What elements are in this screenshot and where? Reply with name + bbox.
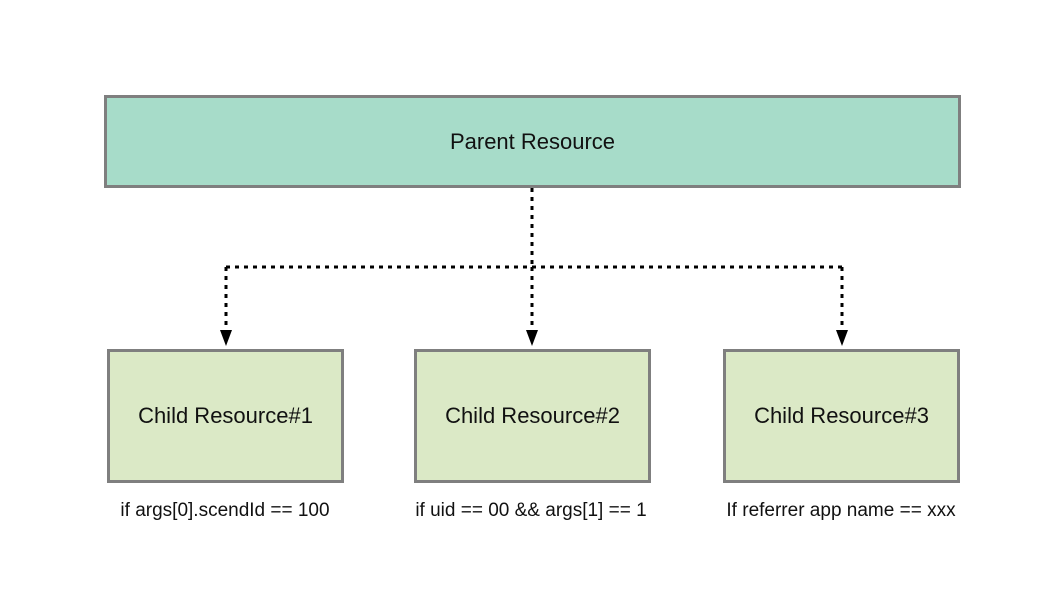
arrowhead-1 <box>220 330 232 346</box>
parent-resource-label: Parent Resource <box>449 128 616 154</box>
child-resource-label-1: Child Resource#1 <box>138 403 313 428</box>
arrowhead-3 <box>836 330 848 346</box>
child-condition-1: if args[0].scendId == 100 <box>120 500 330 521</box>
arrowhead-2 <box>526 330 538 346</box>
child-resource-label-3: Child Resource#3 <box>754 403 929 428</box>
child-condition-2: if uid == 00 && args[1] == 1 <box>415 500 647 521</box>
child-resource-box-3[interactable]: Child Resource#3 <box>723 349 960 483</box>
child-resource-box-1[interactable]: Child Resource#1 <box>107 349 344 483</box>
parent-resource-box[interactable]: Parent Resource <box>104 95 961 188</box>
child-resource-label-2: Child Resource#2 <box>445 403 620 428</box>
child-resource-box-2[interactable]: Child Resource#2 <box>414 349 651 483</box>
child-condition-3: If referrer app name == xxx <box>726 500 956 521</box>
